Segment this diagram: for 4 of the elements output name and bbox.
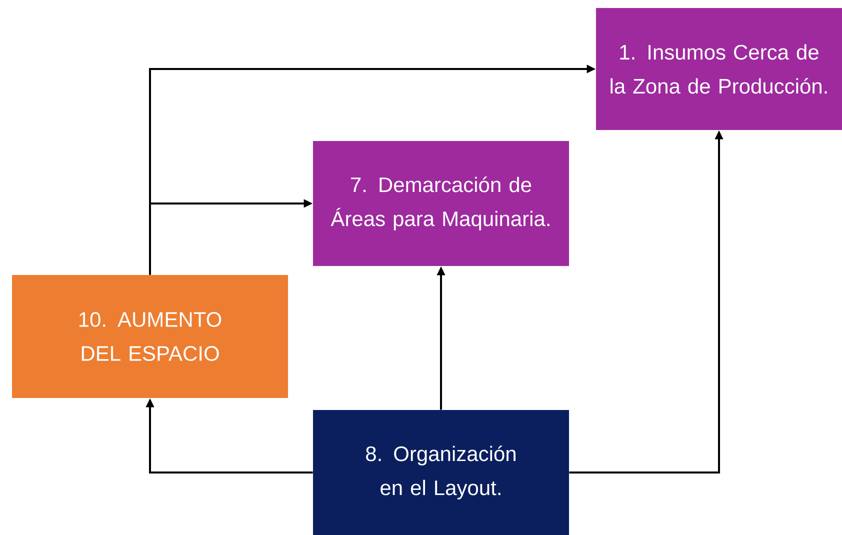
process-box: 10. AUMENTO DEL ESPACIO	[12, 275, 288, 398]
process-box: 8. Organización en el Layout.	[313, 410, 569, 535]
process-box: 1. Insumos Cerca de la Zona de Producción.	[596, 8, 842, 130]
process-box: 7. Demarcación de Áreas para Maquinaria.	[313, 141, 569, 266]
